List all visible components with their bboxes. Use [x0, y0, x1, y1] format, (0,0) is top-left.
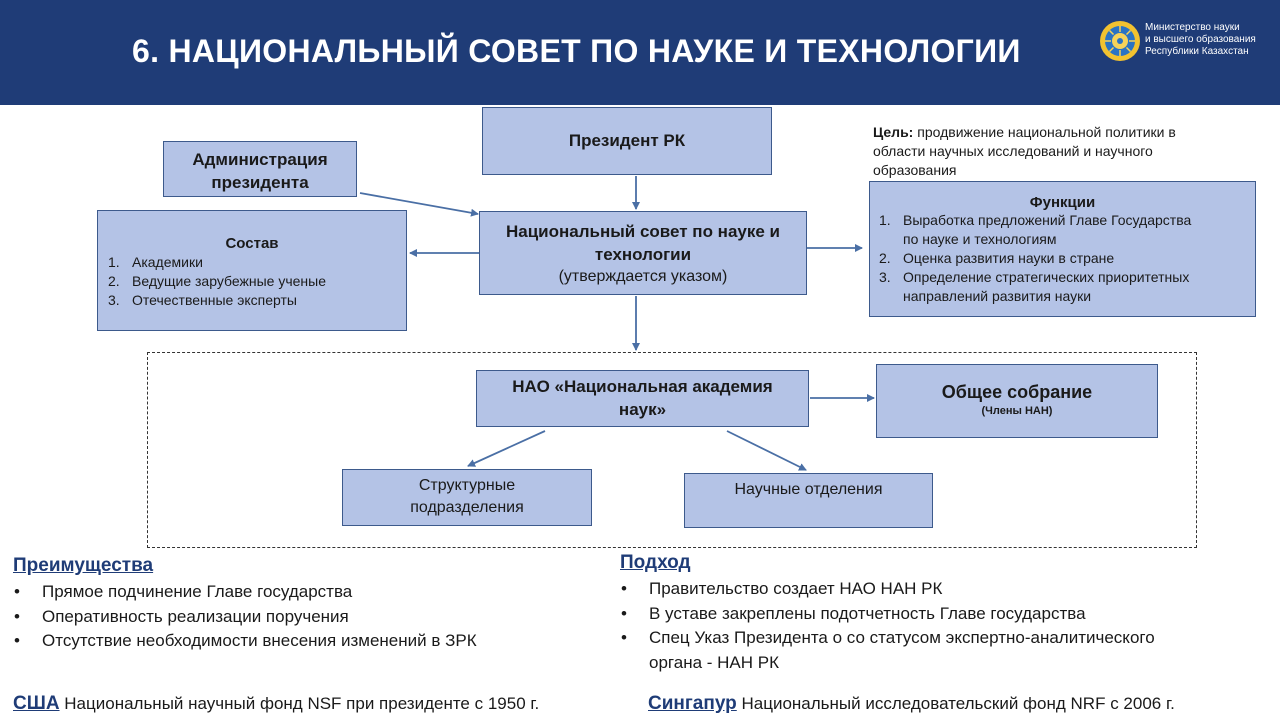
header-bar: 6. НАЦИОНАЛЬНЫЙ СОВЕТ ПО НАУКЕ И ТЕХНОЛО…	[0, 0, 1280, 105]
council-box: Национальный совет по науке и технологии…	[479, 211, 807, 295]
list-item: 3.Отечественные эксперты	[108, 292, 297, 308]
list-item: 1.Академики	[108, 254, 203, 270]
list-item: •Отсутствие необходимости внесения измен…	[14, 631, 477, 650]
usa-footnote: США Национальный научный фонд NSF при пр…	[13, 693, 540, 714]
list-item: 2.Ведущие зарубежные ученые	[108, 273, 326, 289]
approach-title: Подход	[620, 552, 691, 573]
list-item: •Правительство создает НАО НАН РК	[621, 579, 943, 598]
academy-box: НАО «Национальная академия наук»	[476, 370, 809, 427]
ministry-name: Министерство науки и высшего образования…	[1145, 22, 1256, 57]
president-box: Президент РК	[482, 107, 772, 175]
arrow-academy-departments	[726, 430, 807, 471]
functions-list: 1.Выработка предложений Главе Государств…	[879, 211, 1191, 306]
list-item: 1.Выработка предложений Главе Государств…	[879, 212, 1192, 247]
goal-text: Цель: продвижение национальной политики …	[873, 124, 1176, 178]
singapore-footnote: Сингапур Национальный исследовательский …	[648, 693, 1175, 714]
assembly-box: Общее собрание (Члены НАН)	[876, 364, 1158, 438]
approach-list: •Правительство создает НАО НАН РК •В уст…	[620, 577, 1155, 675]
list-item: •Оперативность реализации поручения	[14, 606, 349, 626]
list-item: •В уставе закреплены подотчетность Главе…	[621, 603, 1086, 623]
arrow-admin-council	[359, 192, 479, 217]
arrow-academy-structural	[467, 430, 546, 467]
composition-box: Состав 1.Академики 2.Ведущие зарубежные …	[97, 210, 407, 331]
structural-units-box: Структурные подразделения	[342, 469, 592, 526]
list-item: •Спец Указ Президента о со статусом эксп…	[621, 628, 1155, 672]
advantages-title: Преимущества	[13, 555, 154, 576]
functions-box: Функции 1.Выработка предложений Главе Го…	[869, 181, 1256, 317]
scientific-departments-box: Научные отделения	[684, 473, 933, 528]
list-item: 2.Оценка развития науки в стране	[879, 250, 1115, 266]
academy-frame	[147, 352, 1197, 548]
page-title: 6. НАЦИОНАЛЬНЫЙ СОВЕТ ПО НАУКЕ И ТЕХНОЛО…	[132, 33, 1021, 69]
composition-list: 1.Академики 2.Ведущие зарубежные ученые …	[108, 253, 326, 310]
list-item: •Прямое подчинение Главе государства	[14, 582, 353, 601]
singapore-label: Сингапур	[648, 693, 737, 714]
administration-box: Администрация президента	[163, 141, 357, 197]
list-item: 3.Определение стратегических приоритетны…	[879, 269, 1190, 304]
advantages-list: •Прямое подчинение Главе государства •Оп…	[13, 580, 477, 654]
usa-label: США	[13, 693, 60, 714]
kazakhstan-emblem-icon	[1100, 21, 1140, 61]
